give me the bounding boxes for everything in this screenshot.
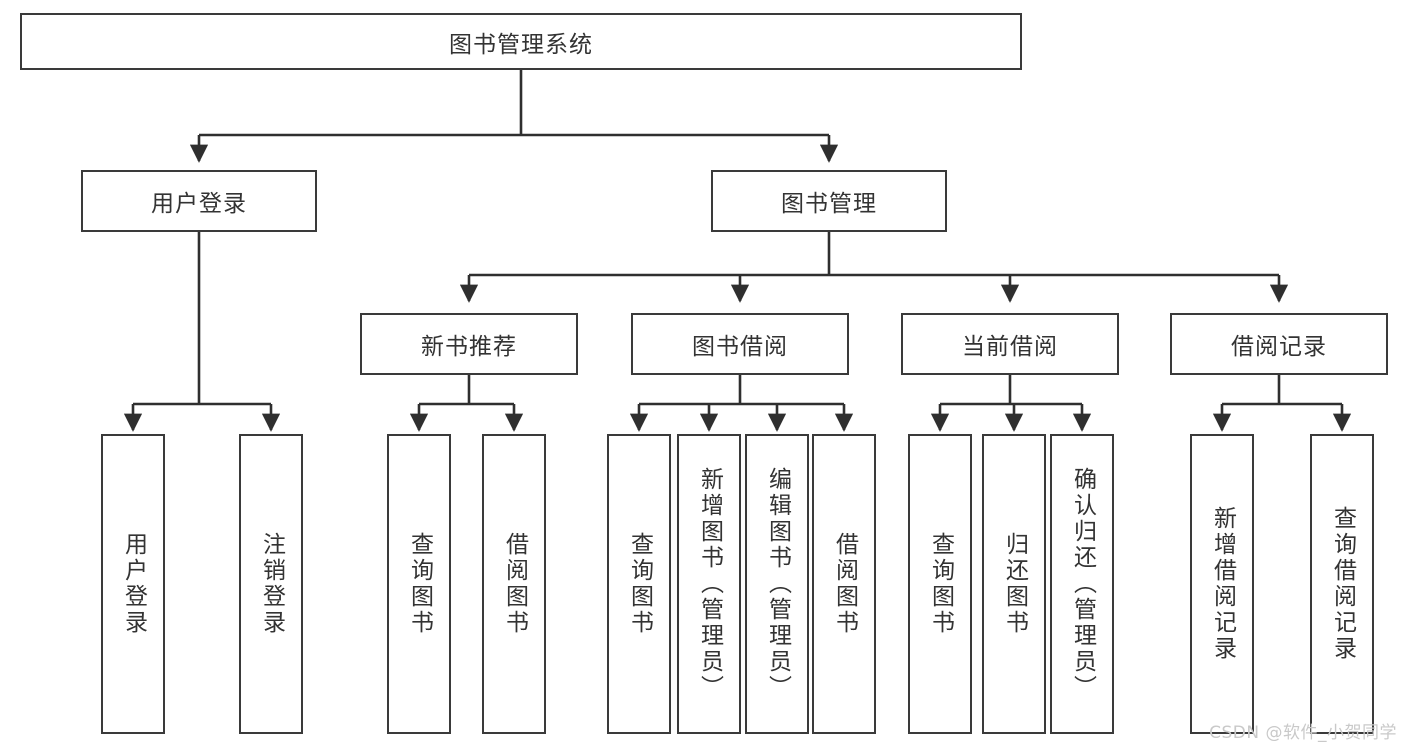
node-label: 编辑图书（管理员）: [764, 467, 791, 701]
node-leaf-query-book-current[interactable]: 查询图书: [908, 434, 972, 734]
node-book-management[interactable]: 图书管理: [711, 170, 947, 232]
node-leaf-borrow-book-recommendation[interactable]: 借阅图书: [482, 434, 546, 734]
node-leaf-user-login[interactable]: 用户登录: [101, 434, 165, 734]
node-leaf-return-book[interactable]: 归还图书: [982, 434, 1046, 734]
node-label: 归还图书: [1001, 532, 1028, 636]
node-label: 借阅图书: [501, 532, 528, 636]
node-leaf-query-book-recommendation[interactable]: 查询图书: [387, 434, 451, 734]
node-leaf-add-book-admin[interactable]: 新增图书（管理员）: [677, 434, 741, 734]
node-borrow-record[interactable]: 借阅记录: [1170, 313, 1388, 375]
node-user-login[interactable]: 用户登录: [81, 170, 317, 232]
node-label: 借阅图书: [831, 532, 858, 636]
node-label: 当前借阅: [962, 334, 1058, 360]
node-label: 查询图书: [406, 532, 433, 636]
node-label: 新增借阅记录: [1209, 506, 1236, 662]
node-leaf-borrow-book[interactable]: 借阅图书: [812, 434, 876, 734]
node-new-book-recommendation[interactable]: 新书推荐: [360, 313, 578, 375]
node-label: 图书管理系统: [449, 31, 593, 58]
node-label: 图书管理: [781, 191, 877, 217]
node-leaf-edit-book-admin[interactable]: 编辑图书（管理员）: [745, 434, 809, 734]
node-label: 查询图书: [626, 532, 653, 636]
node-label: 新增图书（管理员）: [696, 467, 723, 701]
node-current-borrow[interactable]: 当前借阅: [901, 313, 1119, 375]
node-leaf-query-borrow-record[interactable]: 查询借阅记录: [1310, 434, 1374, 734]
node-label: 用户登录: [120, 532, 147, 636]
watermark-text: CSDN @软件_小贺同学: [1209, 723, 1397, 743]
node-label: 图书借阅: [692, 334, 788, 360]
node-label: 查询借阅记录: [1329, 506, 1356, 662]
node-label: 确认归还（管理员）: [1069, 467, 1096, 701]
node-leaf-confirm-return-admin[interactable]: 确认归还（管理员）: [1050, 434, 1114, 734]
node-leaf-query-book-borrow[interactable]: 查询图书: [607, 434, 671, 734]
node-leaf-logout[interactable]: 注销登录: [239, 434, 303, 734]
node-label: 借阅记录: [1231, 334, 1327, 360]
node-label: 用户登录: [151, 191, 247, 217]
node-label: 新书推荐: [421, 334, 517, 360]
node-book-borrow[interactable]: 图书借阅: [631, 313, 849, 375]
node-leaf-add-borrow-record[interactable]: 新增借阅记录: [1190, 434, 1254, 734]
node-label: 注销登录: [258, 532, 285, 636]
node-root-system[interactable]: 图书管理系统: [20, 13, 1022, 70]
node-label: 查询图书: [927, 532, 954, 636]
